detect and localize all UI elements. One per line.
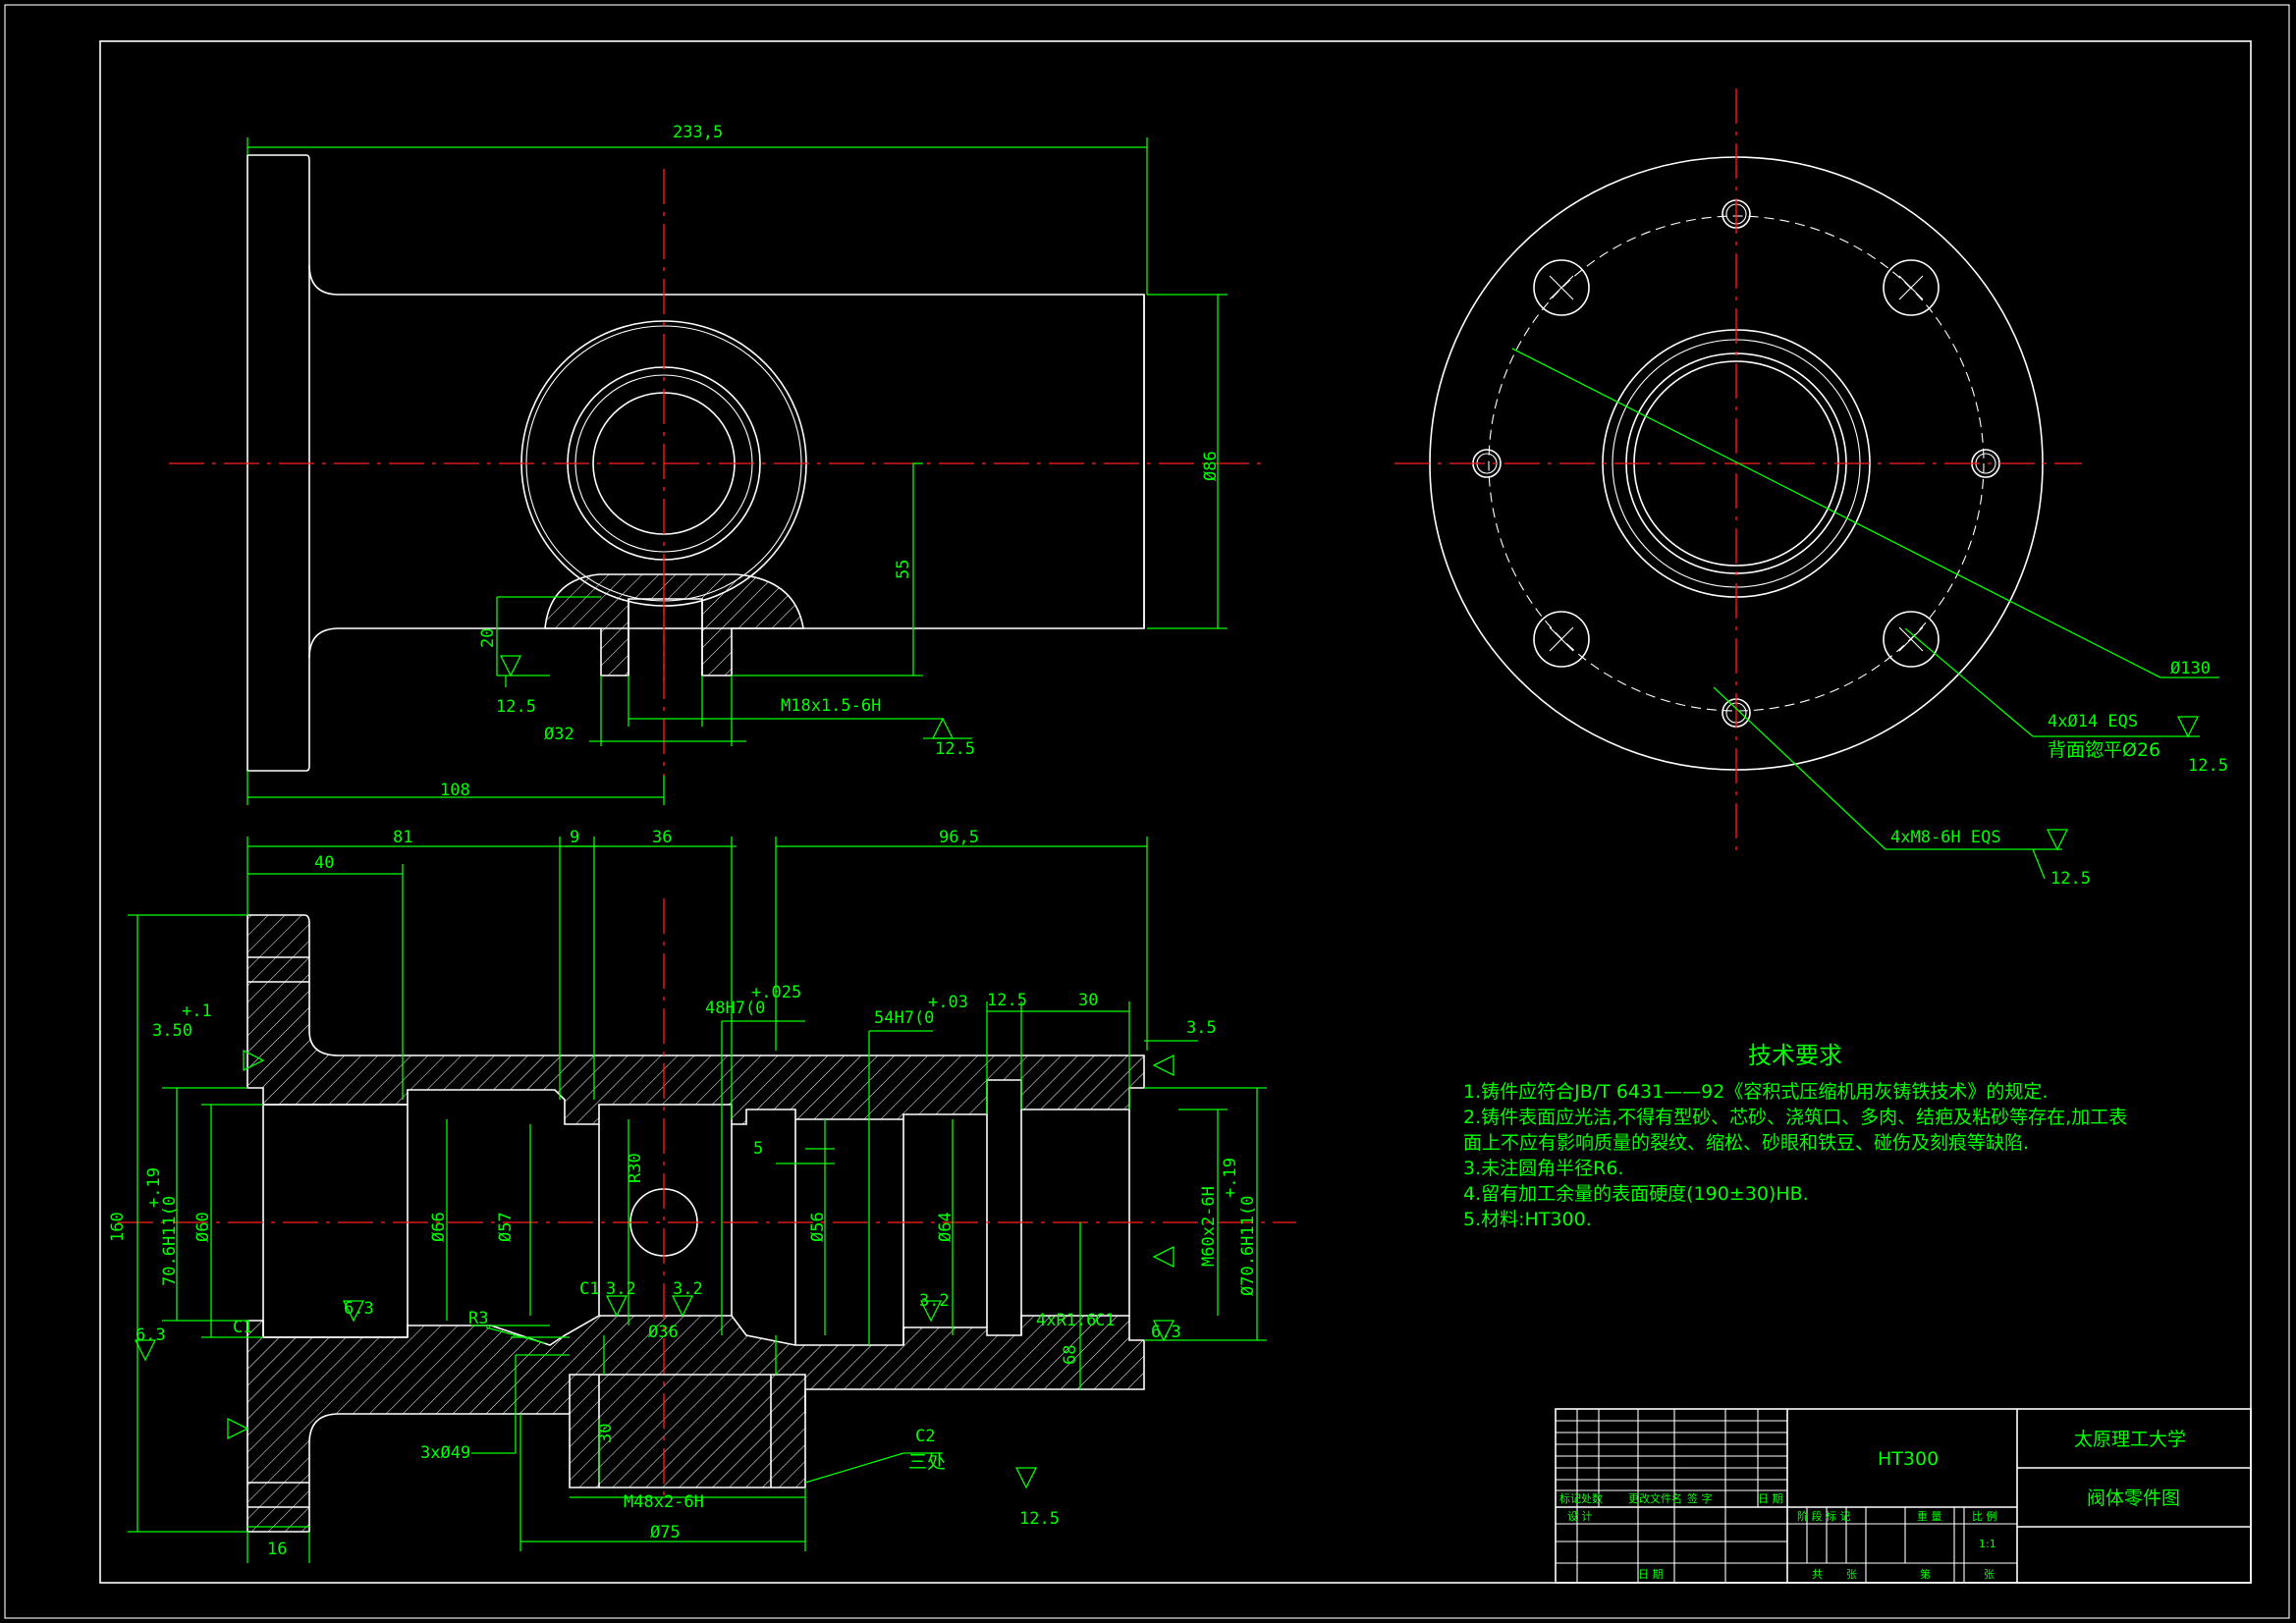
dim-30: 30 xyxy=(1078,991,1098,1010)
top-view-labels: 233,5 108 Ø86 55 20 Ø32 M18x1.5-6H 12.5 … xyxy=(440,123,1221,800)
page-label: 第 xyxy=(1920,1567,1931,1581)
col-date: 日 期 xyxy=(1758,1492,1783,1505)
end-view xyxy=(1394,88,2219,880)
note-line-4: 3.未注圆角半径R6. xyxy=(1463,1158,1623,1179)
dim-81: 81 xyxy=(393,828,412,847)
roughness-3-2-b: 3.2 xyxy=(673,1279,703,1299)
dim-dia-57: Ø57 xyxy=(496,1212,516,1242)
dim-5: 5 xyxy=(753,1139,763,1159)
tol-plus-1: +.1 xyxy=(182,1001,212,1021)
scale-value: 1:1 xyxy=(1979,1538,1996,1550)
dim-r3: R3 xyxy=(468,1309,488,1328)
end-view-labels: Ø130 4xØ14 EQS 背面锪平Ø26 4xM8-6H EQS 12.5 … xyxy=(1890,659,2228,889)
dim-68: 68 xyxy=(1061,1345,1080,1365)
roughness-6-3-c: 6.3 xyxy=(1151,1323,1181,1342)
dim-dia-75: Ø75 xyxy=(650,1523,681,1542)
note-line-5: 4.留有加工余量的表面硬度(190±30)HB. xyxy=(1463,1183,1809,1205)
chamfer-c1-right: C1 xyxy=(1095,1311,1115,1330)
fillets-r1-6: 4xR1.6 xyxy=(1036,1311,1096,1330)
dim-dia-86: Ø86 xyxy=(1201,451,1221,481)
roughness-3-2-c: 3.2 xyxy=(919,1291,950,1311)
row-design: 设 计 xyxy=(1567,1510,1593,1523)
col-mark: 标记 xyxy=(1559,1491,1581,1505)
col-doc: 更改文件名 xyxy=(1628,1491,1682,1505)
tol-19-left: +.19 xyxy=(144,1167,164,1208)
tol-03: +.03 xyxy=(928,993,968,1012)
note-line-1: 1.铸件应符合JB/T 6431——92《容积式压缩机用灰铸铁技术》的规定. xyxy=(1463,1081,2048,1103)
dim-16: 16 xyxy=(267,1540,287,1559)
roughness-12-5-bottom: 12.5 xyxy=(1019,1509,1060,1529)
chamfer-c1-left: C1 xyxy=(233,1318,252,1337)
roughness-right: 12.5 xyxy=(935,739,975,759)
holes-3x49: 3xØ49 xyxy=(420,1443,470,1463)
dim-3-5-left: 3.50 xyxy=(152,1021,192,1041)
dim-left-offset: 108 xyxy=(440,781,470,800)
dim-depth-20: 20 xyxy=(478,628,498,648)
page-unit-label: 张 xyxy=(1984,1568,1995,1581)
dim-pcd-130: Ø130 xyxy=(2170,659,2211,678)
dim-dia-64: Ø64 xyxy=(936,1212,956,1242)
dim-12-5: 12.5 xyxy=(987,991,1027,1010)
roughness-6-3-b: 6.3 xyxy=(344,1299,374,1319)
chamfer-c2: C2 xyxy=(915,1427,935,1446)
tol-19-right: +.19 xyxy=(1221,1158,1240,1198)
outer-border xyxy=(4,4,2290,1619)
notes-title: 技术要求 xyxy=(1748,1042,1842,1069)
thread-m48: M48x2-6H xyxy=(624,1492,704,1512)
section-view-labels: 81 40 9 36 96,5 160 3.50 +.1 48H7(0 +.02… xyxy=(108,828,1258,1559)
dim-30-low: 30 xyxy=(596,1424,616,1443)
dim-160: 160 xyxy=(108,1212,128,1242)
holes-label: 4xØ14 EQS xyxy=(2048,712,2138,731)
stage-label: 阶 段 标 记 xyxy=(1797,1509,1851,1523)
part-name: 阀体零件图 xyxy=(2087,1488,2180,1509)
roughness-6-3-a: 6.3 xyxy=(136,1325,166,1345)
tol-025: +.025 xyxy=(751,983,801,1002)
fit-54h7: 54H7(0 xyxy=(874,1008,934,1028)
dim-dia-60: Ø60 xyxy=(193,1212,213,1242)
scale-label: 比 例 xyxy=(1972,1509,1997,1523)
note-line-3: 面上不应有影响质量的裂纹、缩松、砂眼和铁豆、碰伤及刻痕等缺陷. xyxy=(1463,1132,2029,1154)
note-line-2: 2.铸件表面应光洁,不得有型砂、芯砂、浇筑口、多肉、结疤及粘砂等存在,加工表 xyxy=(1463,1107,2127,1128)
roughness-end-b: 12.5 xyxy=(2050,869,2091,889)
bore-70-right: Ø70.6H11(0 xyxy=(1238,1196,1258,1296)
note-line-6: 5.材料:HT300. xyxy=(1463,1209,1592,1230)
roughness-3-2-a: 3.2 xyxy=(606,1279,636,1299)
counterbore-label: 背面锪平Ø26 xyxy=(2048,739,2160,761)
top-view xyxy=(169,137,1267,805)
row-date: 日 期 xyxy=(1638,1568,1664,1581)
dim-36: 36 xyxy=(652,828,672,847)
dim-dia-66: Ø66 xyxy=(429,1212,449,1242)
dim-dia-32: Ø32 xyxy=(544,725,574,744)
material-label: HT300 xyxy=(1878,1448,1939,1470)
sheet-label: 张 xyxy=(1846,1568,1857,1581)
dim-dia-36: Ø36 xyxy=(648,1323,679,1342)
dim-overall-length: 233,5 xyxy=(673,123,723,142)
col-sign: 签 字 xyxy=(1687,1491,1713,1505)
title-block: HT300 太原理工大学 阀体零件图 标记 处数 更改文件名 签 字 日 期 设… xyxy=(1555,1408,2252,1584)
dim-40: 40 xyxy=(314,853,334,873)
threads-label: 4xM8-6H EQS xyxy=(1890,828,2001,847)
bore-70-left: 70.6H11(0 xyxy=(160,1196,180,1286)
dim-dia-56: Ø56 xyxy=(808,1212,828,1242)
roughness-end-a: 12.5 xyxy=(2188,756,2228,776)
fit-48h7: 48H7(0 xyxy=(705,999,765,1018)
chamfer-c2-note: 三处 xyxy=(908,1451,946,1473)
school-name: 太原理工大学 xyxy=(2074,1429,2186,1450)
technical-notes: 技术要求 1.铸件应符合JB/T 6431——92《容积式压缩机用灰铸铁技术》的… xyxy=(1463,1042,2127,1230)
dim-96-5: 96,5 xyxy=(939,828,979,847)
dim-r30: R30 xyxy=(626,1153,645,1183)
weight-label: 重 量 xyxy=(1917,1509,1942,1523)
section-view xyxy=(118,837,1296,1563)
dim-9: 9 xyxy=(570,828,579,847)
thread-m18: M18x1.5-6H xyxy=(781,696,881,716)
roughness-left: 12.5 xyxy=(496,697,536,717)
inner-frame xyxy=(99,40,2252,1584)
thread-m60: M60x2-6H xyxy=(1199,1186,1219,1267)
col-count: 处数 xyxy=(1581,1492,1603,1505)
dim-height-55: 55 xyxy=(894,560,913,579)
total-label: 共 xyxy=(1812,1568,1823,1581)
chamfer-c1-mid: C1 xyxy=(579,1279,599,1299)
dim-3-5-right: 3.5 xyxy=(1186,1018,1217,1038)
